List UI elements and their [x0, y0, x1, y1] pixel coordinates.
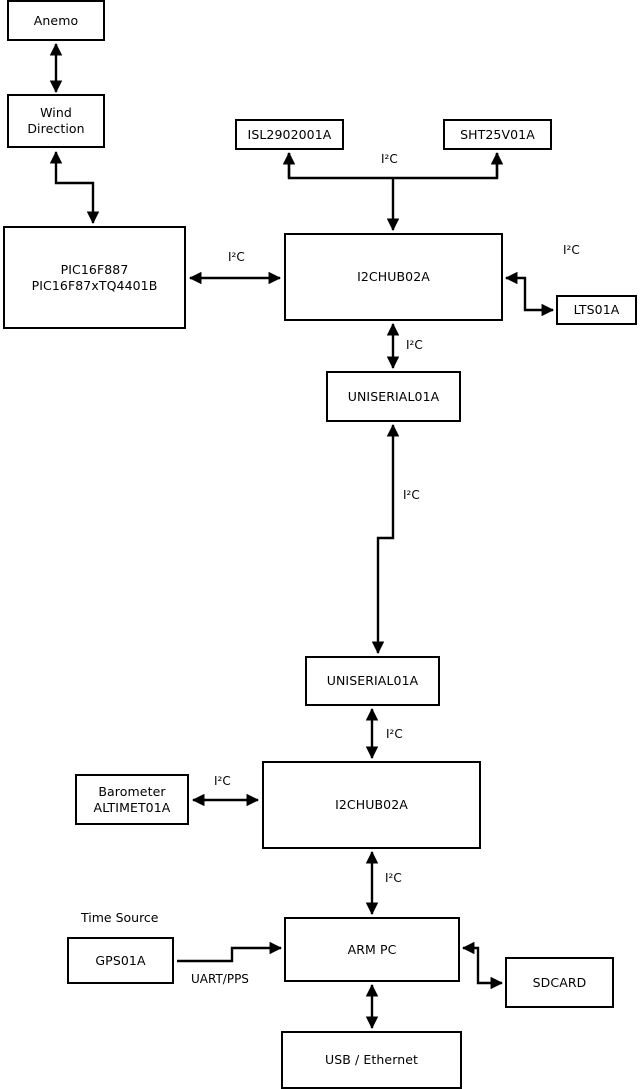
node-anemo[interactable]: Anemo [7, 0, 105, 41]
edge-label-sensors-bus: I²C [381, 152, 398, 166]
edge-label-uniserial-link: I²C [403, 488, 420, 502]
edge-label-hub-uniserial-up: I²C [406, 338, 423, 352]
node-uniserial01a-lower[interactable]: UNISERIAL01A [305, 656, 440, 706]
edge-label-pic-hub: I²C [228, 250, 245, 264]
node-i2chub02a-bottom[interactable]: I2CHUB02A [262, 761, 481, 849]
node-isl2902001a[interactable]: ISL2902001A [235, 119, 344, 150]
edge-label-uniserial-hub-bottom: I²C [386, 727, 403, 741]
label-time-source: Time Source [81, 910, 159, 925]
node-pic-mcu[interactable]: PIC16F887 PIC16F87xTQ4401B [3, 226, 186, 329]
edge-label-hub-armpc: I²C [385, 871, 402, 885]
node-uniserial01a-upper[interactable]: UNISERIAL01A [326, 371, 461, 422]
node-sdcard[interactable]: SDCARD [505, 957, 614, 1008]
node-barometer-altimet01a[interactable]: Barometer ALTIMET01A [75, 774, 189, 825]
node-gps01a[interactable]: GPS01A [67, 937, 174, 984]
node-wind-direction[interactable]: Wind Direction [7, 94, 105, 148]
edge-hub-lts [505, 271, 554, 317]
edge-bus-isl [287, 153, 393, 180]
node-usb-ethernet[interactable]: USB / Ethernet [281, 1031, 462, 1089]
node-sht25v01a[interactable]: SHT25V01A [443, 119, 552, 150]
edge-wind-pic [49, 151, 100, 224]
edge-label-barometer-hub: I²C [214, 774, 231, 788]
node-i2chub02a-top[interactable]: I2CHUB02A [284, 233, 503, 321]
node-lts01a[interactable]: LTS01A [556, 295, 637, 325]
node-arm-pc[interactable]: ARM PC [284, 917, 460, 982]
edge-bus-sht [393, 153, 499, 180]
edge-label-gps-armpc: UART/PPS [191, 972, 249, 986]
edge-label-hub-lts: I²C [563, 243, 580, 257]
edge-armpc-sdcard [462, 941, 503, 990]
edge-gps-armpc [177, 941, 282, 963]
edge-uniserial-link [371, 424, 400, 654]
